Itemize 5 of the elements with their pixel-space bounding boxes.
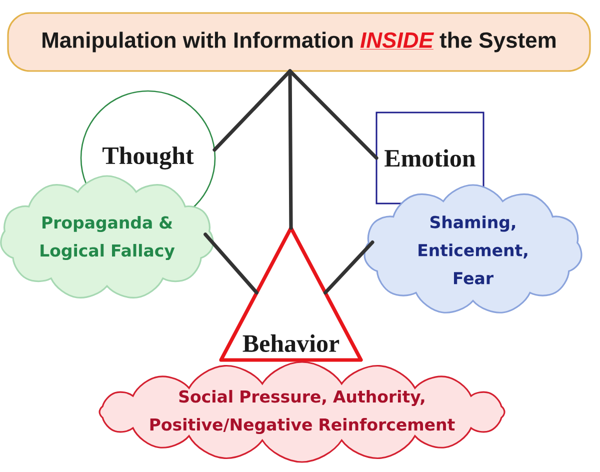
banner-box: Manipulation with Information INSIDE the System	[7, 12, 591, 72]
connector-line	[288, 69, 293, 230]
connector-line	[324, 240, 374, 294]
square-box: Emotion	[376, 112, 484, 204]
connector-line	[204, 232, 258, 294]
